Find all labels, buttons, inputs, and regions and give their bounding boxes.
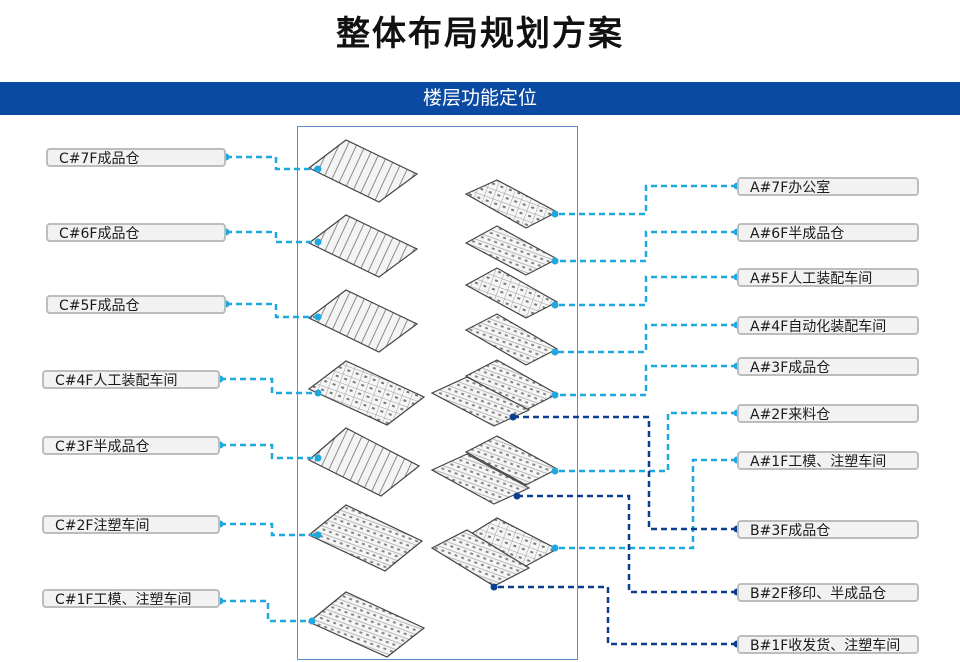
connector-a3 — [555, 364, 737, 397]
floor-plate-c5 — [307, 289, 419, 353]
label-c3: C#3F半成品仓 — [42, 436, 220, 455]
dot-a5-end — [551, 301, 559, 309]
building-c-floors — [307, 139, 426, 658]
connector-a7 — [555, 184, 737, 216]
floor-plate-a5 — [464, 267, 559, 319]
floor-plate-a4 — [464, 313, 559, 366]
connector-c4 — [220, 377, 318, 395]
label-c4: C#4F人工装配车间 — [42, 370, 220, 389]
connector-a1 — [555, 458, 737, 550]
dot-c1-end — [308, 617, 316, 625]
label-a5: A#5F人工装配车间 — [737, 268, 919, 287]
a-connectors — [555, 184, 737, 550]
connector-a6 — [555, 230, 737, 263]
dot-c4-end — [314, 389, 322, 397]
dot-a7-end — [551, 210, 559, 218]
connector-c5 — [226, 302, 318, 319]
floor-plate-a7 — [464, 179, 559, 229]
connector-b1 — [494, 585, 737, 646]
connector-c2 — [220, 522, 318, 537]
dot-b1-end — [490, 583, 498, 591]
connector-c3 — [220, 443, 318, 460]
dot-c5-end — [314, 313, 322, 321]
label-a6: A#6F半成品仓 — [737, 223, 919, 242]
building-ab-floors — [430, 179, 559, 587]
floor-plate-c1 — [307, 591, 426, 658]
c-connector-dots — [216, 153, 322, 625]
label-c5: C#5F成品仓 — [46, 295, 226, 314]
dot-c2-end — [314, 531, 322, 539]
connector-b3 — [513, 415, 737, 531]
floor-plate-c4 — [307, 360, 426, 426]
floor-plate-c6 — [307, 214, 419, 278]
connector-b2 — [517, 494, 737, 594]
connector-c1 — [220, 599, 312, 623]
dot-a6-end — [551, 257, 559, 265]
b-connectors — [494, 415, 737, 646]
label-b2: B#2F移印、半成品仓 — [737, 583, 919, 602]
label-a4: A#4F自动化装配车间 — [737, 316, 919, 335]
floor-plate-b2 — [430, 453, 531, 505]
dot-b3-end — [509, 413, 517, 421]
floor-plate-c3 — [307, 427, 421, 497]
connector-a5 — [555, 275, 737, 307]
label-b1: B#1F收发货、注塑车间 — [737, 635, 919, 654]
dot-a2-end — [551, 467, 559, 475]
dot-b2-end — [513, 492, 521, 500]
dot-a3-end — [551, 391, 559, 399]
page-title: 整体布局规划方案 — [336, 14, 624, 54]
connector-c6 — [226, 230, 318, 244]
label-c6: C#6F成品仓 — [46, 223, 226, 242]
label-a7: A#7F办公室 — [737, 177, 919, 196]
label-c7: C#7F成品仓 — [46, 148, 226, 167]
section-banner: 楼层功能定位 — [0, 82, 960, 115]
c-connectors — [220, 155, 318, 623]
dot-c7-end — [314, 165, 322, 173]
label-c1: C#1F工模、注塑车间 — [42, 589, 220, 608]
dot-c3-end — [314, 454, 322, 462]
floor-plate-c7 — [307, 139, 419, 203]
label-a3: A#3F成品仓 — [737, 357, 919, 376]
label-a2: A#2F来料仓 — [737, 404, 919, 423]
b-connector-dots — [490, 413, 741, 648]
connector-a2 — [555, 411, 737, 473]
connector-c7 — [226, 155, 318, 171]
floor-plate-a6 — [464, 225, 559, 276]
label-b3: B#3F成品仓 — [737, 520, 919, 539]
dot-a4-end — [551, 348, 559, 356]
label-a1: A#1F工模、注塑车间 — [737, 451, 919, 470]
floor-plate-c2 — [307, 504, 424, 572]
floor-plate-b3 — [430, 376, 531, 427]
connector-a4 — [555, 323, 737, 354]
dot-a1-end — [551, 544, 559, 552]
floor-plate-b1 — [430, 529, 531, 587]
label-c2: C#2F注塑车间 — [42, 515, 220, 534]
dot-c6-end — [314, 238, 322, 246]
